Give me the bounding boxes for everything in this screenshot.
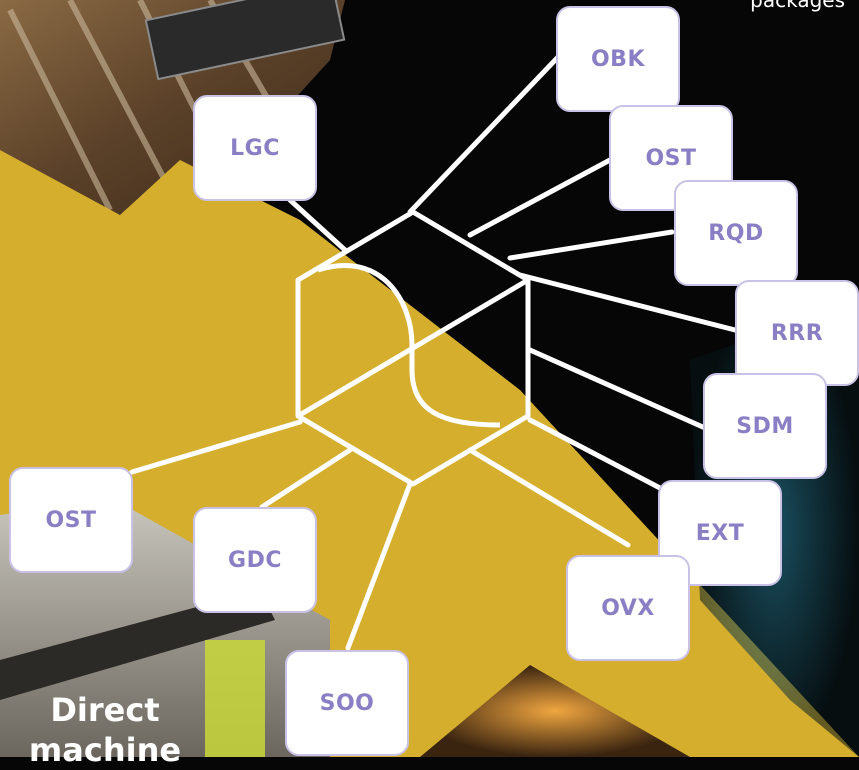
connector-ost-left: [129, 419, 303, 475]
node-label: OVX: [601, 595, 655, 621]
connector-gdc: [259, 447, 353, 510]
laptop-photo: [144, 0, 346, 81]
node-soo[interactable]: SOO: [285, 650, 409, 756]
connector-ovx: [467, 447, 631, 548]
connector-rrr: [517, 272, 738, 333]
node-ovx[interactable]: OVX: [566, 555, 690, 661]
bottom-caption: Direct machine: [0, 690, 210, 770]
node-gdc[interactable]: GDC: [193, 507, 317, 613]
connector-lgc: [287, 197, 348, 253]
node-label: OST: [645, 145, 697, 171]
connector-rqd: [507, 229, 675, 261]
connector-obk: [407, 52, 563, 215]
node-label: SDM: [736, 413, 794, 439]
hexagon-logo-icon: [295, 209, 531, 487]
node-sdm[interactable]: SDM: [703, 373, 827, 479]
connector-lines: [129, 52, 738, 651]
bottom-caption-line2: machine: [28, 731, 182, 769]
connector-sdm: [527, 347, 708, 431]
node-lgc[interactable]: LGC: [193, 95, 317, 201]
connector-ost-top: [467, 157, 613, 238]
node-ost-left[interactable]: OST: [9, 467, 133, 573]
node-label: LGC: [230, 135, 280, 161]
node-rqd[interactable]: RQD: [674, 180, 798, 286]
node-label: RRR: [770, 320, 824, 346]
node-label: RQD: [708, 220, 764, 246]
connector-soo: [345, 481, 413, 651]
bottom-caption-line1: Direct: [50, 691, 160, 729]
conveyor-belt: [0, 590, 275, 700]
node-label: SOO: [319, 690, 375, 716]
connector-ext: [527, 417, 663, 491]
worker-figure: [205, 640, 265, 757]
node-obk[interactable]: OBK: [556, 6, 680, 112]
node-label: OBK: [590, 46, 646, 72]
processing-photo: [420, 665, 690, 757]
node-label: GDC: [228, 547, 282, 573]
top-caption: packages: [750, 0, 845, 12]
node-label: OST: [45, 507, 97, 533]
node-label: EXT: [695, 520, 745, 546]
node-rrr[interactable]: RRR: [735, 280, 859, 386]
